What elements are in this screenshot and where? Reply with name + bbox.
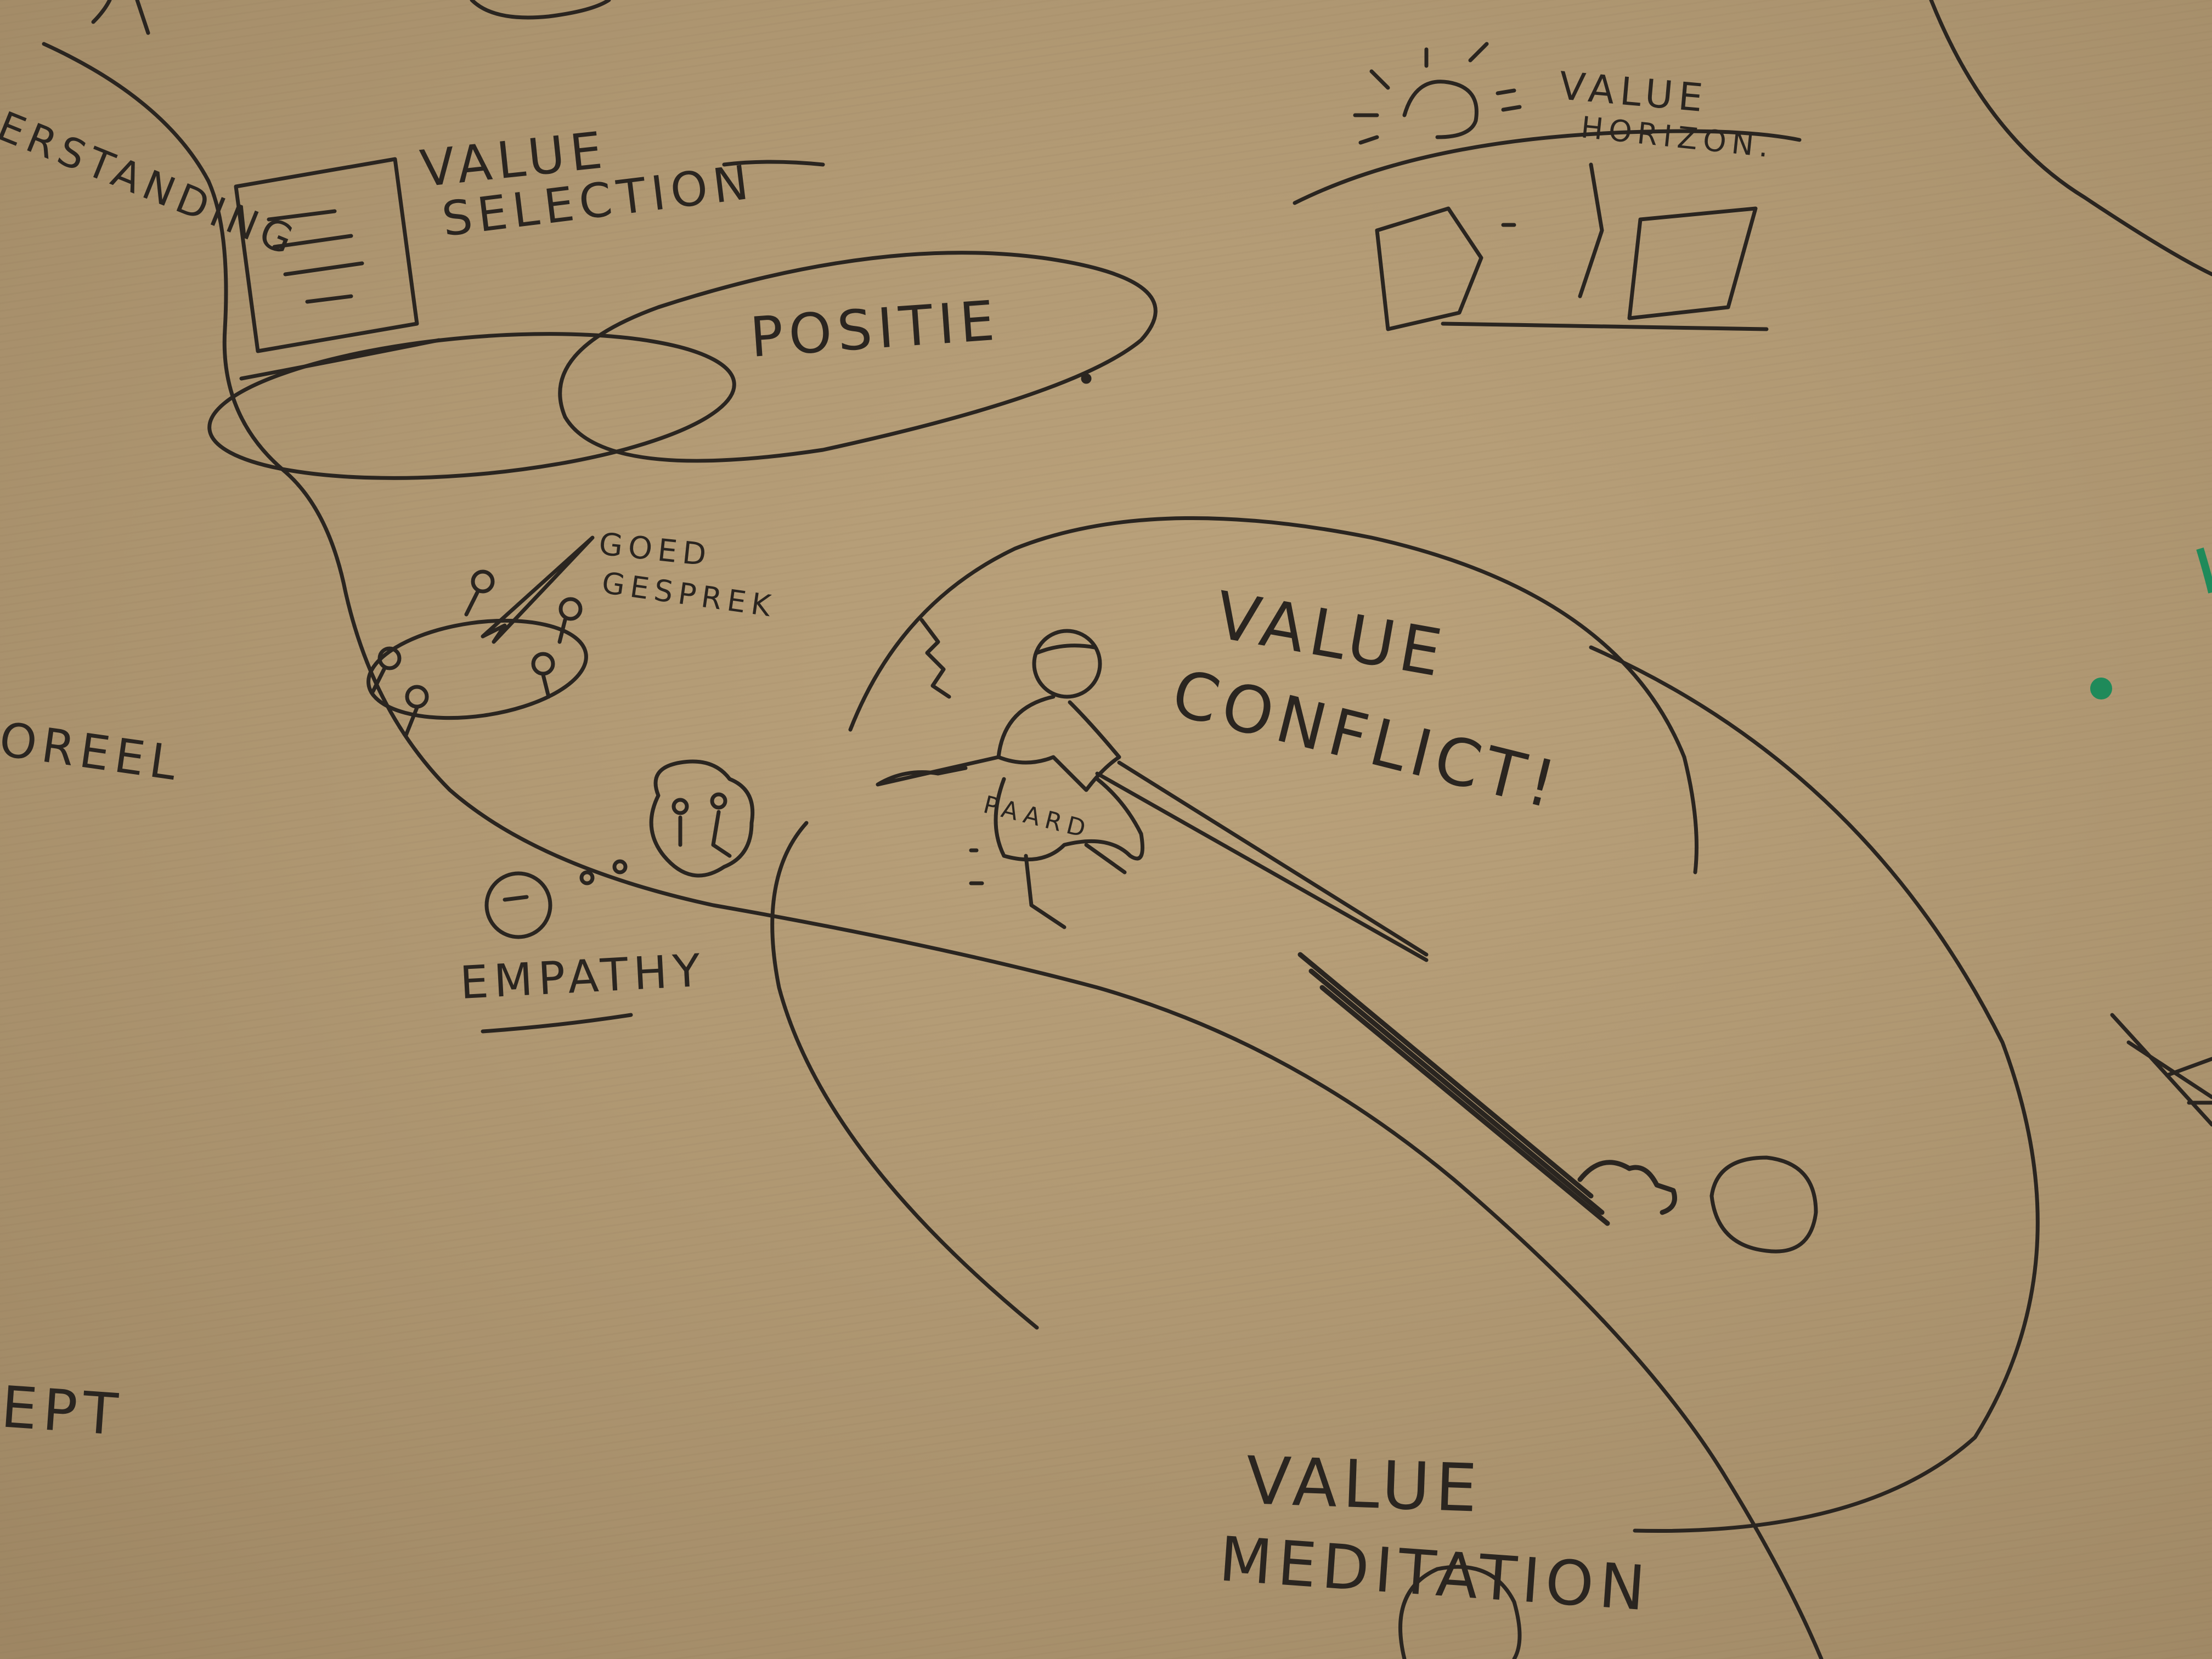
- empathy-icon: [484, 759, 755, 939]
- lance-icon: [1297, 952, 1677, 1226]
- top-oval-fragment: [470, 0, 611, 20]
- meditation-circle: [1398, 1565, 1522, 1659]
- horizon-boxes: [1375, 162, 1769, 331]
- top-right-curve: [1929, 0, 2212, 276]
- winding-path-line: [42, 42, 1824, 1659]
- selection-underline: [722, 160, 825, 167]
- green-dot: [2090, 678, 2112, 699]
- sun-icon: [1353, 42, 1522, 145]
- horizon-line: [1293, 129, 1802, 205]
- positie-dot: [1081, 373, 1092, 384]
- right-edge-scribble: [2110, 1013, 2212, 1127]
- horse-rider-icon: [876, 618, 1429, 962]
- document-icon: [234, 157, 441, 381]
- value-selection-ellipse: [207, 332, 736, 480]
- value-conflict-loop: [770, 645, 2040, 1533]
- people-circle-icon: [366, 535, 595, 737]
- label-left-ept: EPT: [0, 1373, 125, 1448]
- top-scribble: [91, 0, 150, 35]
- label-empathy: EMPATHY: [459, 945, 707, 1009]
- value-conflict-arc: [848, 516, 1699, 874]
- empathy-underline: [481, 1013, 633, 1034]
- green-stroke: [2196, 547, 2212, 594]
- positie-ellipse: [558, 251, 1158, 463]
- ball-icon: [1709, 1155, 1818, 1254]
- label-value-meditation-1: VALUE: [1245, 1443, 1484, 1527]
